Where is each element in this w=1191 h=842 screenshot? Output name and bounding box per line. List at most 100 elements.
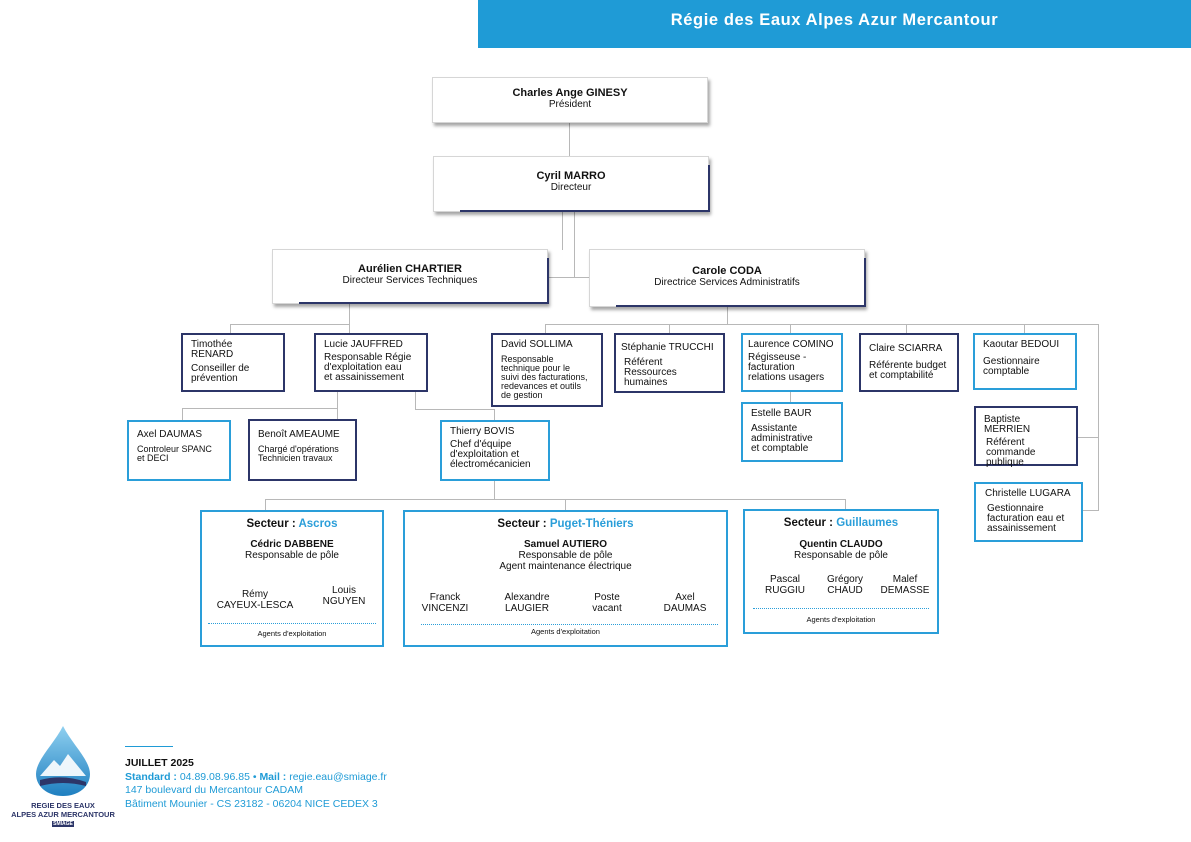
logo-line-3: SMIAGE <box>52 821 74 827</box>
footer-address-1: 147 boulevard du Mercantour CADAM <box>125 784 304 796</box>
footer-contact: Standard : 04.89.08.96.85 • Mail : regie… <box>125 770 387 783</box>
admin-director-name: Carole CODA <box>692 265 762 277</box>
merrien-role-2: commande <box>986 447 1036 458</box>
president-role: Président <box>548 99 592 110</box>
jauffred-role-2: d'exploitation eau <box>324 362 402 373</box>
director-name: Cyril MARRO <box>536 170 606 182</box>
sollima-box: David SOLLIMA Responsable technique pour… <box>491 333 603 407</box>
bovis-box: Thierry BOVIS Chef d'équipe d'exploitati… <box>440 420 550 481</box>
footer: JUILLET 2025 Standard : 04.89.08.96.85 •… <box>125 757 545 811</box>
baur-box: Estelle BAUR Assistante administrative e… <box>741 402 843 462</box>
jauffred-name: Lucie JAUFFRED <box>324 339 403 350</box>
bovis-role-2: d'exploitation et <box>450 449 520 460</box>
sollima-name: David SOLLIMA <box>501 339 573 350</box>
sector-ascros-title: Secteur : Ascros <box>246 518 338 530</box>
sollima-role-1: Responsable <box>501 354 554 364</box>
comino-box: Laurence COMINO Régisseuse - facturation… <box>741 333 843 392</box>
admin-director-box: Carole CODA Directrice Services Administ… <box>589 249 866 307</box>
logo-line-2: ALPES AZUR MERCANTOUR <box>11 809 115 819</box>
agents-label: Agents d'exploitation <box>806 615 876 624</box>
daumas-role-2: et DECI <box>137 453 169 463</box>
trucchi-role-3: humaines <box>624 377 668 388</box>
jauffred-role-3: et assainissement <box>324 372 405 383</box>
lugara-role-3: assainissement <box>987 523 1056 534</box>
admin-director-role: Directrice Services Administratifs <box>654 277 800 288</box>
sollima-role-4: redevances et outils <box>501 381 582 391</box>
sector-guillaumes-lead: Quentin CLAUDO Responsable de pôle <box>794 539 888 561</box>
sector-puget-lead: Samuel AUTIERO Responsable de pôle Agent… <box>499 539 632 572</box>
trucchi-role-2: Ressources <box>624 367 677 378</box>
sector-puget: Secteur : Puget-Théniers Samuel AUTIERO … <box>403 510 728 647</box>
bovis-name: Thierry BOVIS <box>450 426 515 437</box>
header-bar: Régie des Eaux Alpes Azur Mercantour <box>478 0 1191 48</box>
director-role: Directeur <box>550 182 592 193</box>
baur-name: Estelle BAUR <box>751 408 812 419</box>
tech-director-box: Aurélien CHARTIER Directeur Services Tec… <box>272 249 549 304</box>
page-title: Régie des Eaux Alpes Azur Mercantour <box>670 11 999 29</box>
sector-ascros-lead: Cédric DABBENE Responsable de pôle <box>245 539 339 561</box>
sector-ascros: Secteur : Ascros Cédric DABBENE Responsa… <box>200 510 384 647</box>
merrien-name: Baptiste MERRIEN <box>984 414 1031 435</box>
sciarra-role-1: Référente budget <box>869 360 947 371</box>
footer-rule <box>125 746 173 747</box>
water-drop-icon <box>36 726 90 796</box>
renard-box: Timothée RENARD Conseiller de prévention <box>181 333 285 392</box>
lugara-box: Christelle LUGARA Gestionnaire facturati… <box>974 482 1083 542</box>
merrien-role-1: Référent <box>986 437 1025 448</box>
director-box: Cyril MARRO Directeur <box>433 156 710 212</box>
baur-role-2: administrative <box>751 433 813 444</box>
lugara-role-1: Gestionnaire <box>987 503 1044 514</box>
email-link[interactable]: regie.eau@smiage.fr <box>289 770 387 783</box>
merrien-role-3: publique <box>986 457 1024 468</box>
agents-label: Agents d'exploitation <box>257 629 327 638</box>
merrien-box: Baptiste MERRIEN Référent commande publi… <box>974 406 1078 468</box>
baur-role-1: Assistante <box>751 423 798 434</box>
bedoui-role-1: Gestionnaire <box>983 356 1040 367</box>
ameaume-name: Benoît AMEAUME <box>258 429 340 440</box>
bedoui-box: Kaoutar BEDOUI Gestionnaire comptable <box>973 333 1077 390</box>
trucchi-name: Stéphanie TRUCCHI <box>621 342 714 353</box>
bovis-role-1: Chef d'équipe <box>450 439 512 450</box>
comino-name: Laurence COMINO <box>748 339 834 350</box>
ameaume-role-1: Chargé d'opérations <box>258 444 339 454</box>
sollima-role-5: de gestion <box>501 390 543 400</box>
lugara-role-2: facturation eau et <box>987 513 1065 524</box>
president-name: Charles Ange GINESY <box>512 87 628 99</box>
sciarra-role-2: et comptabilité <box>869 370 934 381</box>
ameaume-role-2: Technicien travaux <box>258 453 333 463</box>
agents-label: Agents d'exploitation <box>531 627 600 636</box>
daumas-box: Axel DAUMAS Controleur SPANC et DECI <box>127 420 231 481</box>
sciarra-box: Claire SCIARRA Référente budget et compt… <box>859 333 959 392</box>
lugara-name: Christelle LUGARA <box>985 488 1071 499</box>
bovis-role-3: électromécanicien <box>450 459 531 470</box>
renard-name-1: Timothée <box>191 339 233 350</box>
renard-role-2: prévention <box>191 373 238 384</box>
bedoui-name: Kaoutar BEDOUI <box>983 339 1060 350</box>
renard-name-2: RENARD <box>191 349 234 360</box>
jauffred-box: Lucie JAUFFRED Responsable Régie d'explo… <box>314 333 428 392</box>
daumas-role-1: Controleur SPANC <box>137 444 212 454</box>
sollima-role-2: technique pour le <box>501 363 571 373</box>
comino-role-2: facturation <box>748 362 795 373</box>
daumas-name: Axel DAUMAS <box>137 429 203 440</box>
sciarra-name: Claire SCIARRA <box>869 343 943 354</box>
logo: REGIE DES EAUX ALPES AZUR MERCANTOUR SMI… <box>10 724 116 836</box>
renard-role-1: Conseiller de <box>191 363 250 374</box>
sector-guillaumes: Secteur : Guillaumes Quentin CLAUDO Resp… <box>743 509 939 634</box>
comino-role-3: relations usagers <box>748 372 825 383</box>
bedoui-role-2: comptable <box>983 366 1030 377</box>
trucchi-box: Stéphanie TRUCCHI Référent Ressources hu… <box>614 333 725 393</box>
tech-director-role: Directeur Services Techniques <box>342 275 478 286</box>
tech-director-name: Aurélien CHARTIER <box>358 263 462 275</box>
footer-address-2: Bâtiment Mounier - CS 23182 - 06204 NICE… <box>125 797 378 810</box>
jauffred-role-1: Responsable Régie <box>324 352 412 363</box>
footer-date: JUILLET 2025 <box>125 757 194 769</box>
